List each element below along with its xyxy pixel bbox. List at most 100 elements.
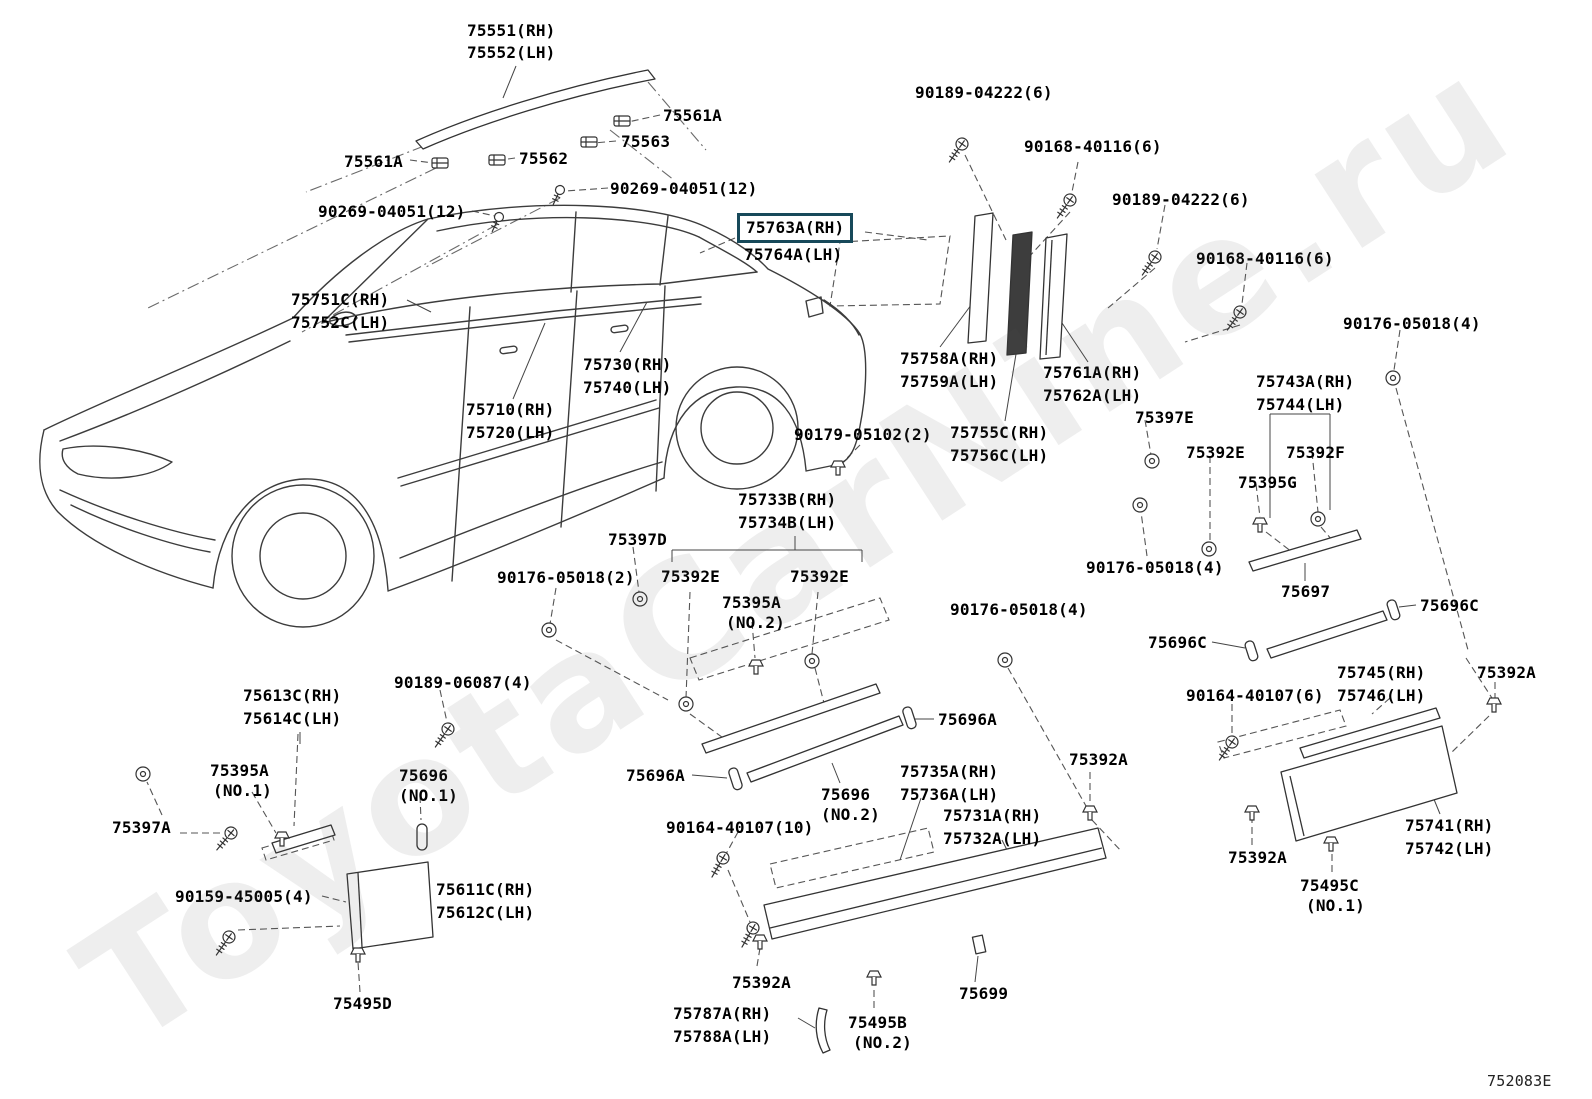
part-label[interactable]: 75395A — [722, 593, 781, 612]
moulding-end-cap — [1244, 640, 1259, 662]
part-label[interactable]: 75742(LH) — [1405, 839, 1494, 858]
part-label[interactable]: 75613C(RH) — [243, 686, 342, 705]
front-small-strip — [271, 824, 336, 854]
part-label[interactable]: 90189-04222(6) — [915, 83, 1053, 102]
part-label[interactable]: 75397A — [112, 818, 171, 837]
part-label[interactable]: 75755C(RH) — [950, 423, 1049, 442]
grommet-icon — [1310, 511, 1326, 527]
part-label[interactable]: 75697 — [1281, 582, 1331, 601]
part-label[interactable]: 75740(LH) — [583, 378, 672, 397]
part-label[interactable]: 75734B(LH) — [738, 513, 837, 532]
part-label[interactable]: 75743A(RH) — [1256, 372, 1355, 391]
part-label[interactable]: 75397E — [1135, 408, 1194, 427]
screw-icon — [216, 826, 238, 851]
part-label[interactable]: 75563 — [621, 132, 671, 151]
part-label[interactable]: 75696C — [1148, 633, 1207, 652]
part-label[interactable]: 75561A — [663, 106, 722, 125]
part-label[interactable]: 75392A — [1069, 750, 1128, 769]
part-label[interactable]: 75392E — [790, 567, 849, 586]
part-label[interactable]: 75761A(RH) — [1043, 363, 1142, 382]
part-label[interactable]: 75495C — [1300, 876, 1359, 895]
part-label[interactable]: 75696 — [821, 785, 871, 804]
mudguard-panel — [346, 861, 434, 950]
part-label[interactable]: 75395G — [1238, 473, 1297, 492]
part-label[interactable]: 75745(RH) — [1337, 663, 1426, 682]
part-label[interactable]: 75758A(RH) — [900, 349, 999, 368]
rocker-moulding-panel — [763, 827, 1107, 940]
part-shapes — [271, 69, 1458, 1054]
part-label[interactable]: 75392A — [1477, 663, 1536, 682]
part-label[interactable]: 90176-05018(4) — [1343, 314, 1481, 333]
part-label[interactable]: 75735A(RH) — [900, 762, 999, 781]
part-label[interactable]: 75392A — [732, 973, 791, 992]
mudguard-inner-line — [357, 872, 363, 948]
part-label[interactable]: 75562 — [519, 149, 569, 168]
part-label[interactable]: 75552(LH) — [467, 43, 556, 62]
part-label[interactable]: 75759A(LH) — [900, 372, 999, 391]
part-label[interactable]: 75495B — [848, 1013, 907, 1032]
part-label[interactable]: 75730(RH) — [583, 355, 672, 374]
part-label[interactable]: 90269-04051(12) — [610, 179, 758, 198]
part-label[interactable]: 75392F — [1286, 443, 1345, 462]
part-label[interactable]: 75696C — [1420, 596, 1479, 615]
part-label[interactable]: 75762A(LH) — [1043, 386, 1142, 405]
part-label[interactable]: 90164-40107(6) — [1186, 686, 1324, 705]
part-label[interactable]: 90168-40116(6) — [1024, 137, 1162, 156]
part-label[interactable]: 75720(LH) — [466, 423, 555, 442]
rivet-icon — [552, 184, 566, 206]
part-label[interactable]: 75710(RH) — [466, 400, 555, 419]
part-label[interactable]: 90176-05018(4) — [1086, 558, 1224, 577]
part-label[interactable]: 75397D — [608, 530, 667, 549]
part-label[interactable]: 90164-40107(10) — [666, 818, 814, 837]
moulding-end-cap — [728, 767, 743, 791]
part-label[interactable]: 75612C(LH) — [436, 903, 535, 922]
screw-icon — [434, 722, 455, 748]
selected-part-label[interactable]: 75763A(RH) — [737, 213, 854, 244]
screw-icon — [1218, 735, 1239, 761]
part-label[interactable]: 90189-06087(4) — [394, 673, 532, 692]
part-label[interactable]: 75732A(LH) — [943, 829, 1042, 848]
part-label[interactable]: 75764A(LH) — [744, 245, 843, 264]
part-label[interactable]: 75699 — [959, 984, 1009, 1003]
part-label[interactable]: 90168-40116(6) — [1196, 249, 1334, 268]
part-label[interactable]: 75733B(RH) — [738, 490, 837, 509]
part-label[interactable]: 75395A — [210, 761, 269, 780]
part-label[interactable]: 75495D — [333, 994, 392, 1013]
moulding-end-cap — [902, 706, 917, 730]
part-label[interactable]: 75736A(LH) — [900, 785, 999, 804]
push-clip-icon — [830, 460, 846, 476]
part-label[interactable]: 75392E — [661, 567, 720, 586]
part-label[interactable]: 75752C(LH) — [291, 313, 390, 332]
part-label[interactable]: 75392A — [1228, 848, 1287, 867]
part-label[interactable]: 75614C(LH) — [243, 709, 342, 728]
grommet-icon — [997, 652, 1013, 668]
part-label[interactable]: 75746(LH) — [1337, 686, 1426, 705]
part-label[interactable]: 90189-04222(6) — [1112, 190, 1250, 209]
note-label: (NO.2) — [853, 1033, 912, 1052]
part-label[interactable]: 75611C(RH) — [436, 880, 535, 899]
grommet-icon — [541, 622, 557, 638]
part-label[interactable]: 75751C(RH) — [291, 290, 390, 309]
part-label[interactable]: 75731A(RH) — [943, 806, 1042, 825]
part-label[interactable]: 75744(LH) — [1256, 395, 1345, 414]
part-label[interactable]: 90179-05102(2) — [794, 425, 932, 444]
part-label[interactable]: 75756C(LH) — [950, 446, 1049, 465]
part-label[interactable]: 75788A(LH) — [673, 1027, 772, 1046]
push-clip-icon — [1252, 517, 1268, 533]
part-label[interactable]: 75551(RH) — [467, 21, 556, 40]
part-label[interactable]: 90159-45005(4) — [175, 887, 313, 906]
part-label[interactable]: 90269-04051(12) — [318, 202, 466, 221]
part-label[interactable]: 75787A(RH) — [673, 1004, 772, 1023]
part-label[interactable]: 75561A — [344, 152, 403, 171]
note-label: (NO.2) — [726, 613, 785, 632]
part-label[interactable]: 75392E — [1186, 443, 1245, 462]
part-label[interactable]: 75741(RH) — [1405, 816, 1494, 835]
part-label[interactable]: 75696A — [626, 766, 685, 785]
part-label[interactable]: 90176-05018(2) — [497, 568, 635, 587]
part-label[interactable]: 90176-05018(4) — [950, 600, 1088, 619]
screw-icon — [1141, 250, 1162, 276]
screw-icon — [215, 930, 236, 956]
part-label[interactable]: 75696A — [938, 710, 997, 729]
part-label[interactable]: 75696 — [399, 766, 449, 785]
